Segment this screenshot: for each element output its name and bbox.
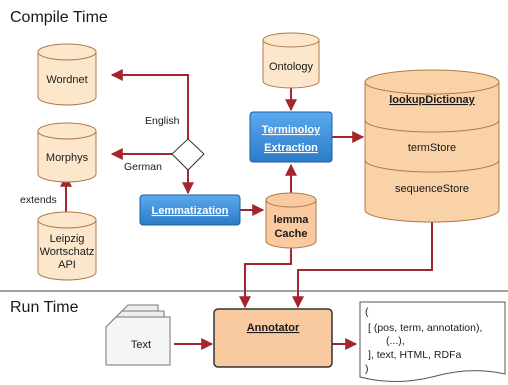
morphys-database: Morphys [37,122,97,183]
morphys-label: Morphys [46,152,89,164]
edge-label-english: English [145,115,180,127]
output-line-2: [ (pos, term, annotation), [368,322,482,334]
edge-english-to-wordnet [110,69,189,139]
edges [60,69,433,350]
edge-label-extends: extends [20,194,57,206]
leipzig-label-line-1: Leipzig [50,233,85,245]
output-line-4: ], text, HTML, RDFa [368,349,462,361]
language-decision-diamond [171,138,205,171]
lookup-dictionary-title: lookupDictionay [389,94,475,106]
terminology-extraction-process: Terminoloy Extraction [249,111,333,163]
lemmatization-process: Lemmatization [139,194,241,226]
edge-label-german: German [124,161,162,173]
terminology-extraction-label-line-2: Extraction [264,142,318,154]
run-time-title: Run Time [10,299,79,316]
terminology-extraction-label-line-1: Terminoloy [262,124,321,136]
leipzig-wortschatz-api-database: Leipzig Wortschatz API [37,211,97,281]
output-line-1: ( [365,306,369,318]
lemma-cache-database: lemma Cache [265,192,317,249]
sequence-store-label: sequenceStore [395,183,469,195]
text-input-label: Text [131,339,151,351]
text-input-documents: Text [105,304,171,366]
wordnet-database: Wordnet [37,43,97,106]
annotator-label: Annotator [247,322,300,334]
leipzig-label-line-2: Wortschatz [40,246,95,258]
output-line-3: (...), [386,335,405,347]
output-document: ( [ (pos, term, annotation), (...), ], t… [359,301,506,382]
compile-time-title: Compile Time [10,9,108,26]
term-store-label: termStore [408,142,456,154]
wordnet-label: Wordnet [46,74,87,86]
leipzig-label-line-3: API [58,259,76,271]
edge-cache-to-annotator [239,246,292,309]
lemma-cache-label-line-2: Cache [274,228,307,240]
ontology-database: Ontology [262,32,320,89]
edge-lookup-to-annotator [292,221,433,309]
lookup-dictionary-database: lookupDictionay termStore sequenceStore [364,69,500,223]
output-line-5: ) [365,363,369,375]
lemma-cache-label-line-1: lemma [274,214,310,226]
lemmatization-label: Lemmatization [151,205,228,217]
annotator-process: Annotator [213,308,333,368]
ontology-label: Ontology [269,61,314,73]
